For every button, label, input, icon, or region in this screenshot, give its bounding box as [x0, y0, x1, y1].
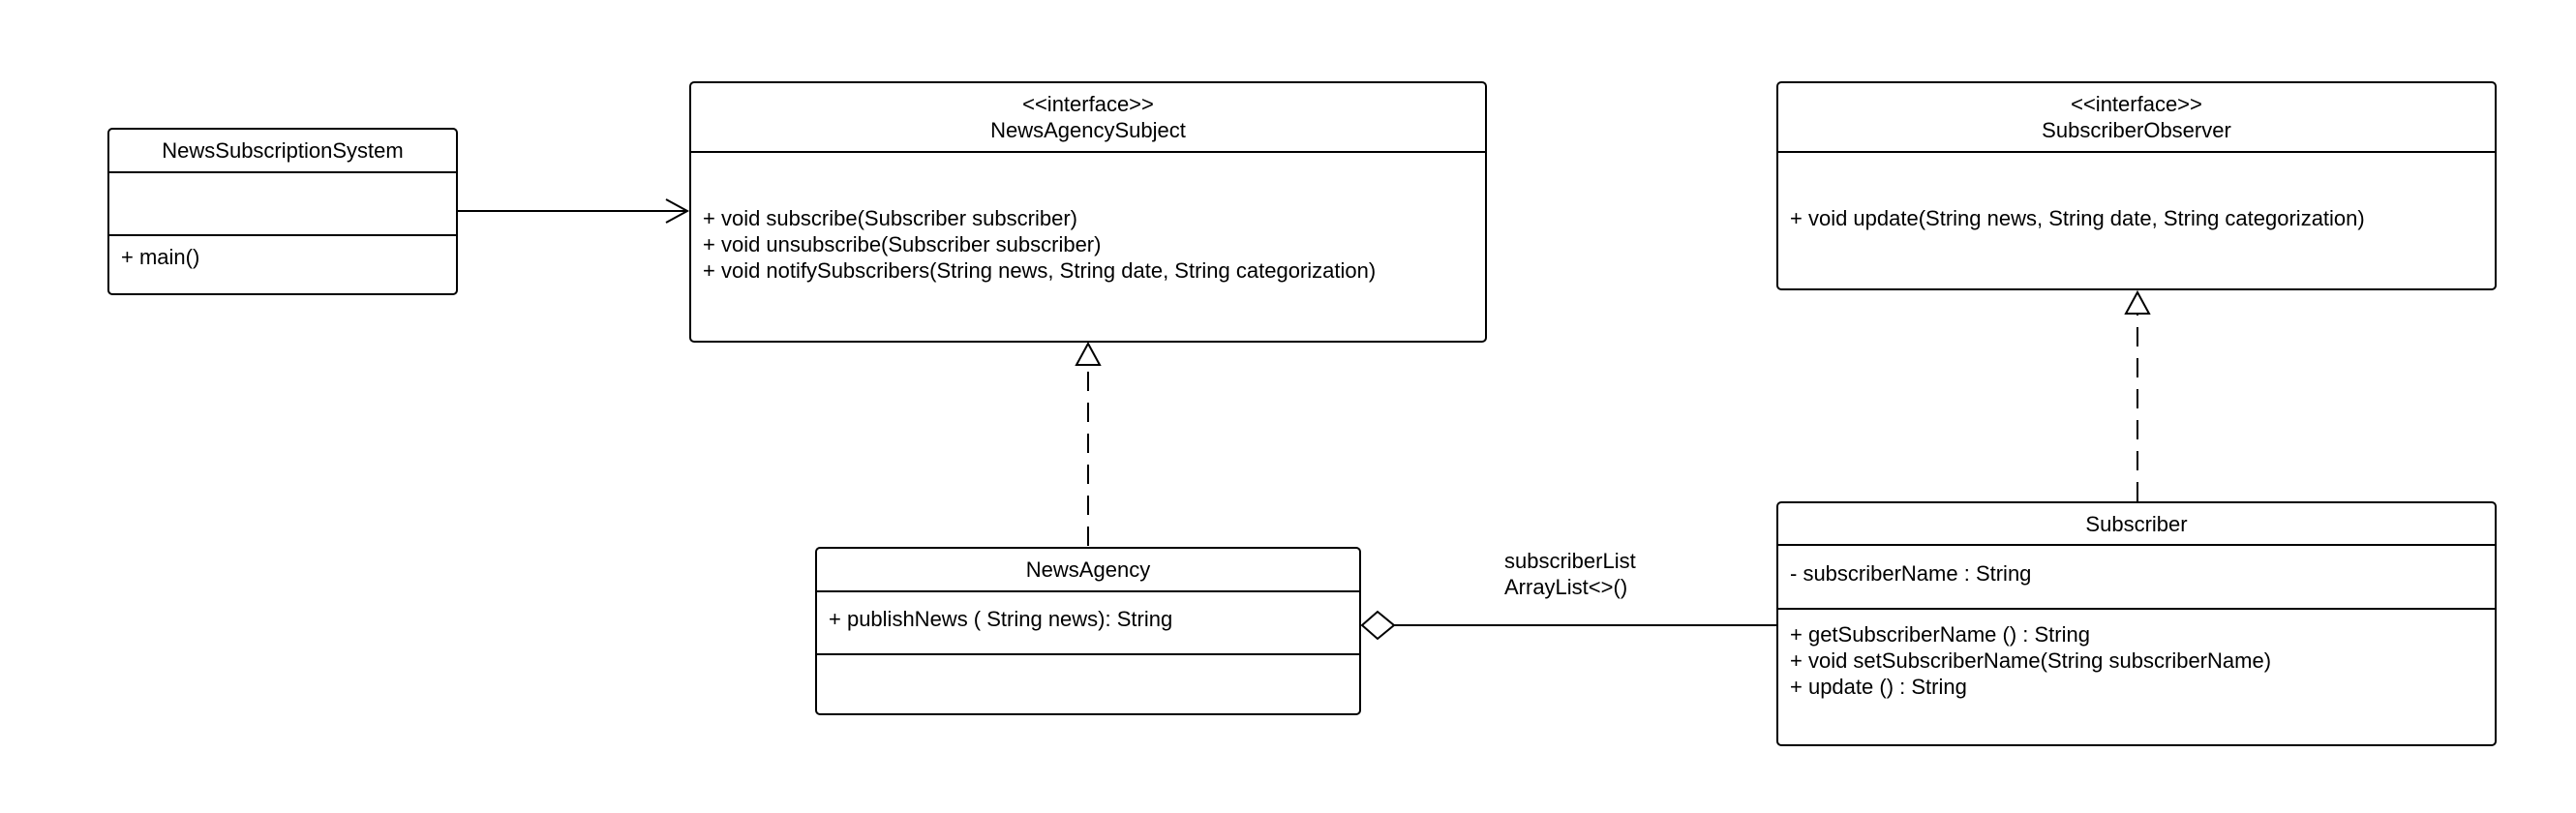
methods-section: + getSubscriberName () : String + void s… [1778, 608, 2495, 744]
interface-name: SubscriberObserver [2042, 118, 2231, 142]
attributes-section: + publishNews ( String news): String [817, 590, 1359, 653]
realization-arrow-subscriber [2124, 289, 2151, 501]
methods-section [817, 653, 1359, 713]
method-main: + main() [121, 245, 200, 269]
interface-header: <<interface>> SubscriberObserver [1778, 83, 2495, 151]
stereotype-label: <<interface>> [1022, 92, 1154, 116]
class-header: NewsSubscriptionSystem [109, 130, 456, 171]
class-name: NewsAgency [1025, 557, 1151, 582]
attribute-publish-news: + publishNews ( String news): String [829, 607, 1173, 631]
association-arrow [458, 198, 690, 224]
method-update: + void update(String news, String date, … [1790, 206, 2365, 230]
attributes-section [109, 171, 456, 234]
method-unsubscribe: + void unsubscribe(Subscriber subscriber… [703, 232, 1102, 256]
class-header: Subscriber [1778, 503, 2495, 544]
method-subscribe: + void subscribe(Subscriber subscriber) [703, 206, 1077, 230]
methods-section: + main() [109, 234, 456, 293]
method-get-subscriber-name: + getSubscriberName () : String [1790, 622, 2090, 647]
attributes-section: - subscriberName : String [1778, 544, 2495, 608]
stereotype-label: <<interface>> [2071, 92, 2202, 116]
class-name: Subscriber [2085, 511, 2188, 536]
method-set-subscriber-name: + void setSubscriberName(String subscrib… [1790, 648, 2272, 673]
class-subscriber[interactable]: Subscriber - subscriberName : String + g… [1776, 501, 2497, 746]
method-notify-subscribers: + void notifySubscribers(String news, St… [703, 258, 1377, 283]
aggregation-connector [1360, 610, 1777, 641]
interface-subscriber-observer[interactable]: <<interface>> SubscriberObserver + void … [1776, 81, 2497, 290]
class-news-subscription-system[interactable]: NewsSubscriptionSystem + main() [107, 128, 458, 295]
interface-header: <<interface>> NewsAgencySubject [691, 83, 1485, 151]
attribute-subscriber-name: - subscriberName : String [1790, 561, 2032, 586]
aggregation-label-name: subscriberList [1504, 549, 1636, 573]
realization-arrow-news-agency [1075, 341, 1102, 546]
aggregation-label-type: ArrayList<>() [1504, 575, 1628, 599]
aggregation-label: subscriberList ArrayList<>() [1504, 548, 1636, 600]
class-name: NewsSubscriptionSystem [162, 138, 404, 163]
class-news-agency[interactable]: NewsAgency + publishNews ( String news):… [815, 547, 1361, 715]
method-update: + update () : String [1790, 675, 1967, 699]
interface-name: NewsAgencySubject [990, 118, 1186, 142]
class-header: NewsAgency [817, 549, 1359, 590]
methods-section: + void subscribe(Subscriber subscriber) … [691, 151, 1485, 341]
methods-section: + void update(String news, String date, … [1778, 151, 2495, 288]
interface-news-agency-subject[interactable]: <<interface>> NewsAgencySubject + void s… [689, 81, 1487, 343]
